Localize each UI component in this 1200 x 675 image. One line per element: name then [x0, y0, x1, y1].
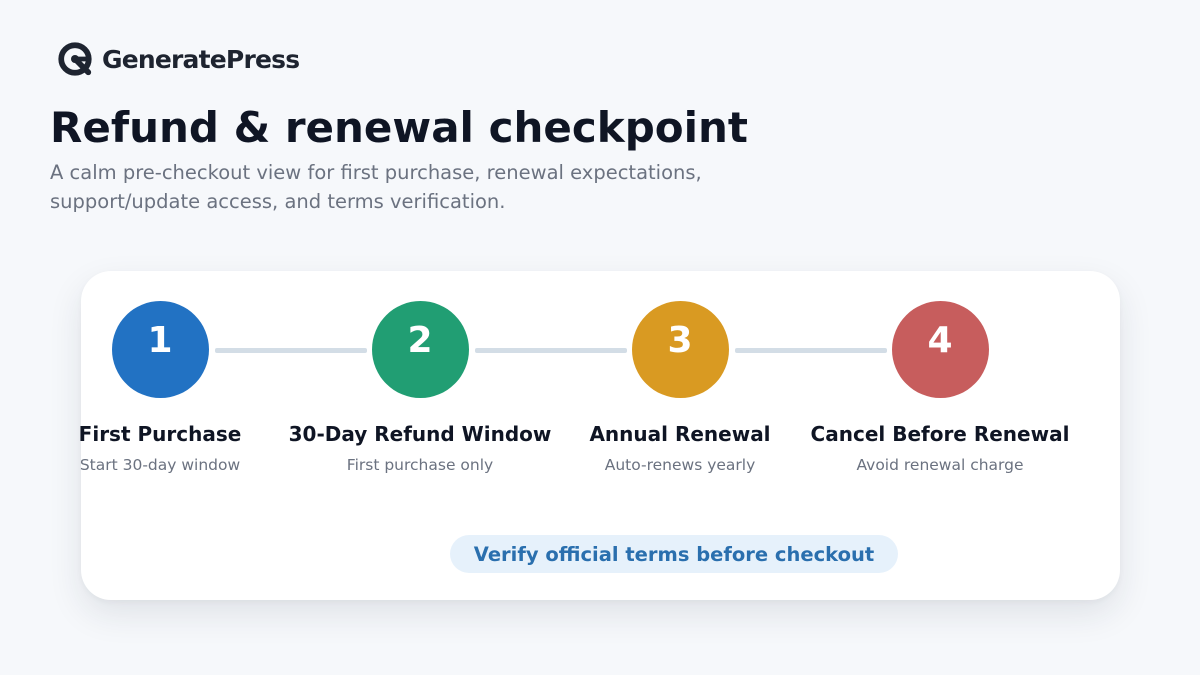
step-refund-window: 2 30-Day Refund Window First purchase on…	[288, 301, 552, 474]
step-connector	[735, 348, 887, 353]
step-number-badge: 3	[631, 301, 729, 398]
step-number-badge: 1	[111, 301, 209, 398]
step-description: Avoid renewal charge	[856, 456, 1024, 474]
step-title: 30-Day Refund Window	[288, 422, 552, 446]
step-number-badge: 2	[371, 301, 469, 398]
step-title: Annual Renewal	[589, 422, 771, 446]
step-description: Start 30-day window	[79, 456, 241, 474]
brand-name: GeneratePress	[102, 44, 300, 74]
step-number-badge: 4	[891, 301, 989, 398]
generatepress-logo-icon	[58, 42, 92, 76]
step-title: Cancel Before Renewal	[810, 422, 1070, 446]
step-connector	[475, 348, 627, 353]
step-description: Auto-renews yearly	[604, 456, 756, 474]
step-connector	[215, 348, 367, 353]
brand: GeneratePress	[56, 40, 300, 78]
step-first-purchase: 1 First Purchase Start 30-day window	[30, 301, 290, 474]
step-description: First purchase only	[346, 456, 494, 474]
timeline-card: 1 First Purchase Start 30-day window 2 3…	[79, 271, 1120, 600]
verify-terms-button[interactable]: Verify official terms before checkout	[450, 535, 898, 573]
step-title: First Purchase	[78, 422, 242, 446]
page-title: Refund & renewal checkpoint	[50, 103, 748, 152]
page-subtitle: A calm pre-checkout view for first purch…	[50, 161, 702, 213]
step-cancel-before-renewal: 4 Cancel Before Renewal Avoid renewal ch…	[810, 301, 1070, 474]
step-annual-renewal: 3 Annual Renewal Auto-renews yearly	[550, 301, 810, 474]
